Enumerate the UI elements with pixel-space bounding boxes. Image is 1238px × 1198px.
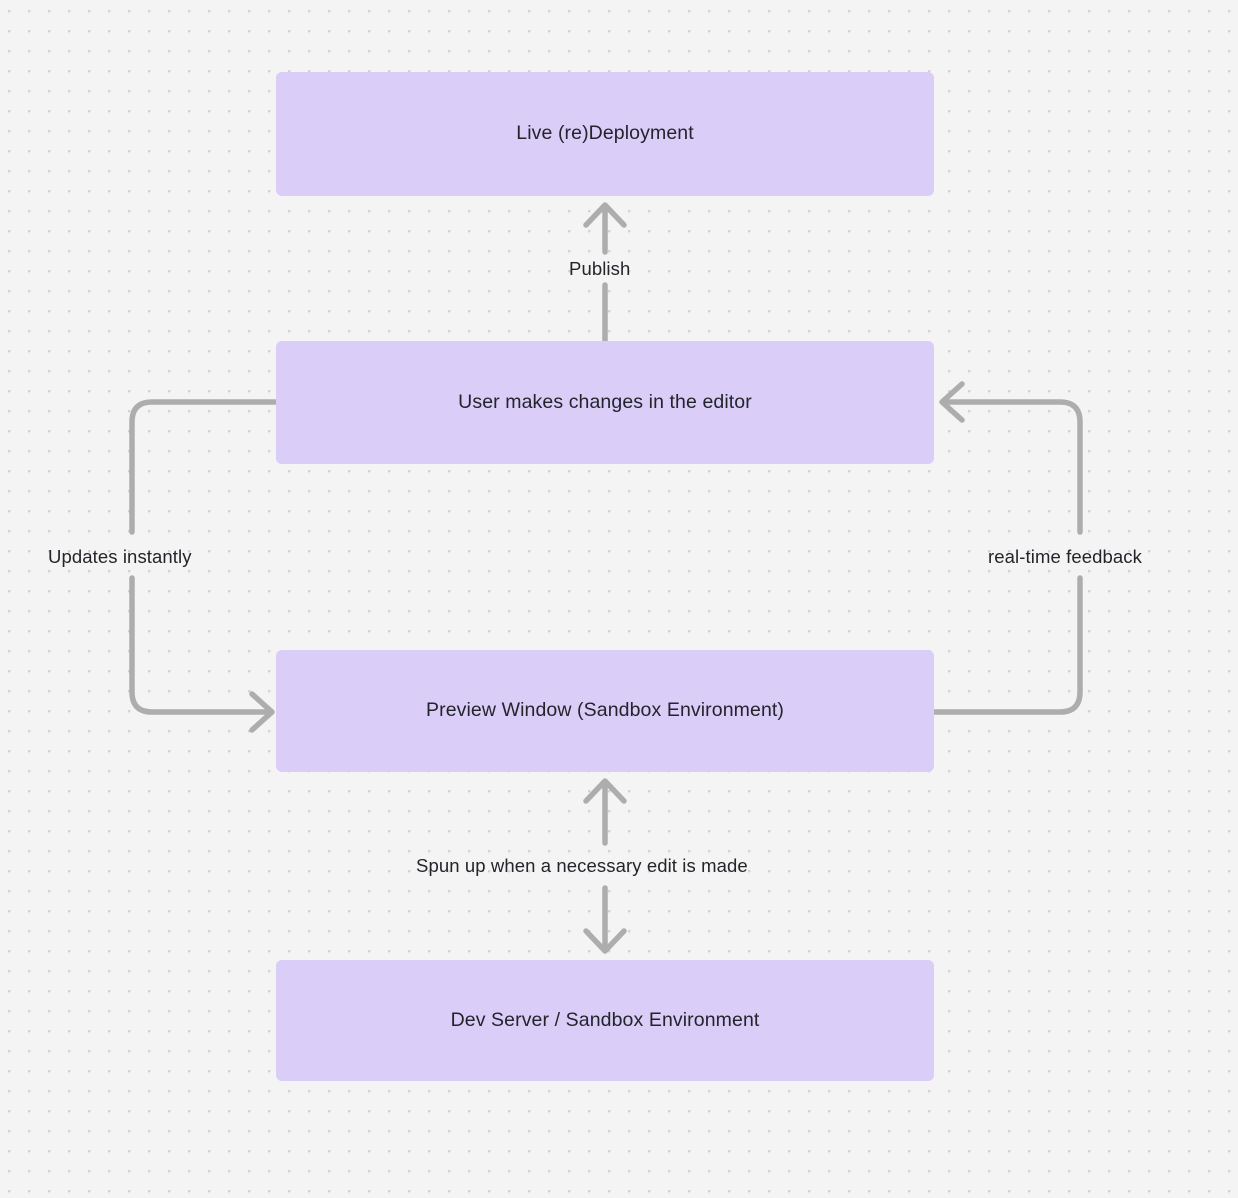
edge-spunup-arrowhead-down — [583, 928, 627, 954]
edge-feedback-path-upper — [943, 399, 1083, 535]
node-user-makes-changes-label: User makes changes in the editor — [458, 390, 752, 413]
edge-feedback-path-lower — [931, 575, 1083, 715]
node-user-makes-changes[interactable]: User makes changes in the editor — [276, 341, 934, 464]
node-dev-server-label: Dev Server / Sandbox Environment — [450, 1008, 760, 1031]
edge-feedback-arrowhead — [939, 381, 965, 423]
edge-label-publish: Publish — [569, 258, 631, 279]
edge-label-real-time-feedback: real-time feedback — [988, 546, 1142, 567]
node-live-redeployment[interactable]: Live (re)Deployment — [276, 72, 934, 196]
edge-label-spun-up: Spun up when a necessary edit is made — [416, 855, 748, 876]
edge-updates-arrowhead — [249, 691, 275, 733]
node-live-redeployment-label: Live (re)Deployment — [516, 122, 694, 145]
edge-label-updates-instantly: Updates instantly — [48, 546, 192, 567]
edge-updates-path-lower — [129, 575, 271, 715]
node-preview-window[interactable]: Preview Window (Sandbox Environment) — [276, 650, 934, 772]
edge-updates-path-upper — [129, 399, 279, 535]
edge-spunup-arrowhead-up — [583, 778, 627, 804]
node-dev-server[interactable]: Dev Server / Sandbox Environment — [276, 960, 934, 1081]
edge-publish-arrowhead — [583, 202, 627, 228]
node-preview-window-label: Preview Window (Sandbox Environment) — [426, 699, 784, 722]
